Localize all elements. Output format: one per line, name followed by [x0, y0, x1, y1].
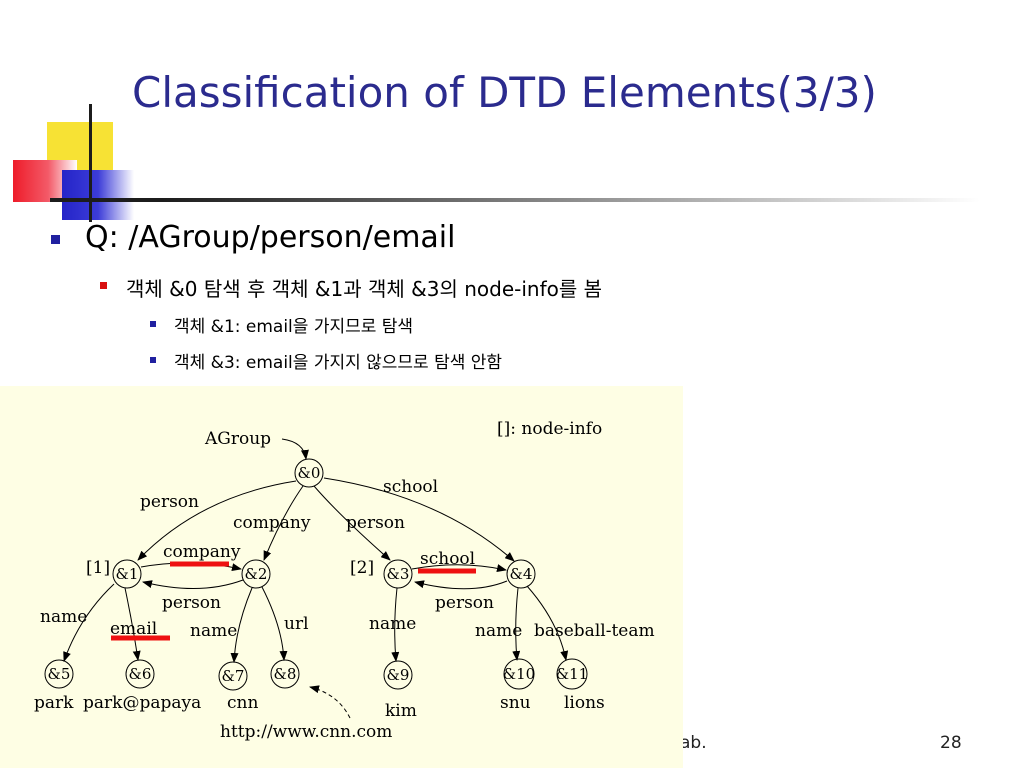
node-label: &3 [387, 565, 410, 583]
node-info-label: [1] [86, 558, 110, 578]
bullet-text: 객체 &3: email을 가지지 않으므로 탐색 안함 [174, 353, 503, 373]
edge-n2-n7 [230, 587, 253, 663]
edge-label: name [369, 614, 416, 634]
edge-label: person [435, 593, 494, 613]
node-n10: &10 [503, 658, 535, 690]
blue-bar-decoration [62, 170, 134, 220]
horizontal-rule-decoration [50, 198, 980, 202]
root-label: AGroup [204, 429, 271, 449]
edge-label: name [40, 607, 87, 627]
edge-n0-n2 [263, 485, 304, 561]
node-label: &7 [222, 667, 245, 685]
edge-n4-n3 [414, 580, 508, 590]
edge-n3-n9 [391, 587, 400, 662]
edge-n0-n4 [323, 477, 515, 562]
edge-label: name [190, 621, 237, 641]
edge-label: company [233, 513, 311, 533]
url-label: http://www.cnn.com [220, 722, 392, 742]
node-label: &5 [48, 665, 71, 683]
node-label: &11 [556, 665, 588, 683]
node-label: &6 [129, 665, 152, 683]
node-n1: &1 [112, 559, 142, 589]
square-bullet-icon [150, 357, 156, 363]
edge-n0-n1 [137, 480, 297, 561]
bullet-level-3: 객체 &3: email을 가지지 않으므로 탐색 안함 [150, 348, 503, 373]
graph-svg: &0 &1 &2 &3 &4 &5 &6 &7 &8 &9 &10 &11 AG… [34, 419, 655, 742]
leaf-value: park@papaya [83, 693, 201, 713]
edge-label: name [475, 621, 522, 641]
edge-n1-n6 [124, 587, 141, 661]
edge-label: school [420, 549, 475, 569]
leaf-value: cnn [227, 693, 258, 713]
node-n9: &9 [383, 660, 413, 690]
page-number: 28 [940, 733, 962, 753]
legend-text: []: node-info [497, 419, 602, 439]
bullet-level-2: 객체 &0 탐색 후 객체 &1과 객체 &3의 node-info를 봄 [100, 273, 603, 302]
leaf-value: park [34, 693, 74, 713]
bullet-text: Q: /AGroup/person/email [85, 220, 456, 255]
edge-label: url [284, 614, 309, 634]
node-n8: &8 [270, 659, 300, 689]
edge-label: baseball-team [534, 621, 655, 641]
leaf-value: kim [385, 701, 417, 721]
node-n0: &0 [294, 458, 324, 488]
square-bullet-icon [100, 282, 107, 289]
node-n2: &2 [241, 559, 271, 589]
node-label: &8 [274, 665, 297, 683]
square-bullet-icon [51, 235, 60, 244]
bullet-text: 객체 &0 탐색 후 객체 &1과 객체 &3의 node-info를 봄 [126, 277, 603, 301]
node-n6: &6 [125, 659, 155, 689]
edge-n3-n4 [411, 564, 507, 572]
edge-label: person [162, 593, 221, 613]
leaf-value: lions [564, 693, 605, 713]
bullet-text: 객체 &1: email을 가지므로 탐색 [174, 317, 414, 337]
square-bullet-icon [150, 321, 156, 327]
edge-label: school [383, 477, 438, 497]
edge-n1-n5 [63, 583, 115, 662]
node-label: &4 [510, 565, 533, 583]
edge-label: person [140, 492, 199, 512]
bullet-level-3: 객체 &1: email을 가지므로 탐색 [150, 312, 414, 337]
node-label: &9 [387, 666, 410, 684]
oem-graph-diagram: &0 &1 &2 &3 &4 &5 &6 &7 &8 &9 &10 &11 AG… [0, 386, 683, 768]
node-info-label: [2] [350, 558, 374, 578]
edge-label: email [110, 619, 157, 639]
edge-n2-n8 [261, 586, 288, 661]
edge-n0-n3 [313, 485, 391, 561]
leaf-value: snu [500, 693, 531, 713]
node-n3: &3 [383, 559, 413, 589]
edge-label: company [163, 542, 241, 562]
node-label: &0 [298, 464, 321, 482]
bullet-level-1: Q: /AGroup/person/email [51, 220, 456, 255]
edge-n2-n1 [142, 579, 244, 590]
node-n4: &4 [506, 559, 536, 589]
node-label: &10 [503, 665, 535, 683]
edge-n4-n11 [526, 585, 569, 661]
edge-url-n8 [309, 685, 351, 719]
node-n7: &7 [218, 661, 248, 691]
node-n11: &11 [556, 658, 588, 690]
edge-agroup-n0 [281, 438, 309, 460]
node-label: &1 [116, 565, 139, 583]
node-n5: &5 [44, 659, 74, 689]
edge-label: person [346, 513, 405, 533]
slide-title: Classification of DTD Elements(3/3) [132, 68, 877, 117]
footer-text: ab. [680, 733, 707, 753]
edge-n4-n10 [512, 587, 521, 661]
vertical-rule-decoration [89, 104, 92, 222]
node-label: &2 [245, 565, 268, 583]
